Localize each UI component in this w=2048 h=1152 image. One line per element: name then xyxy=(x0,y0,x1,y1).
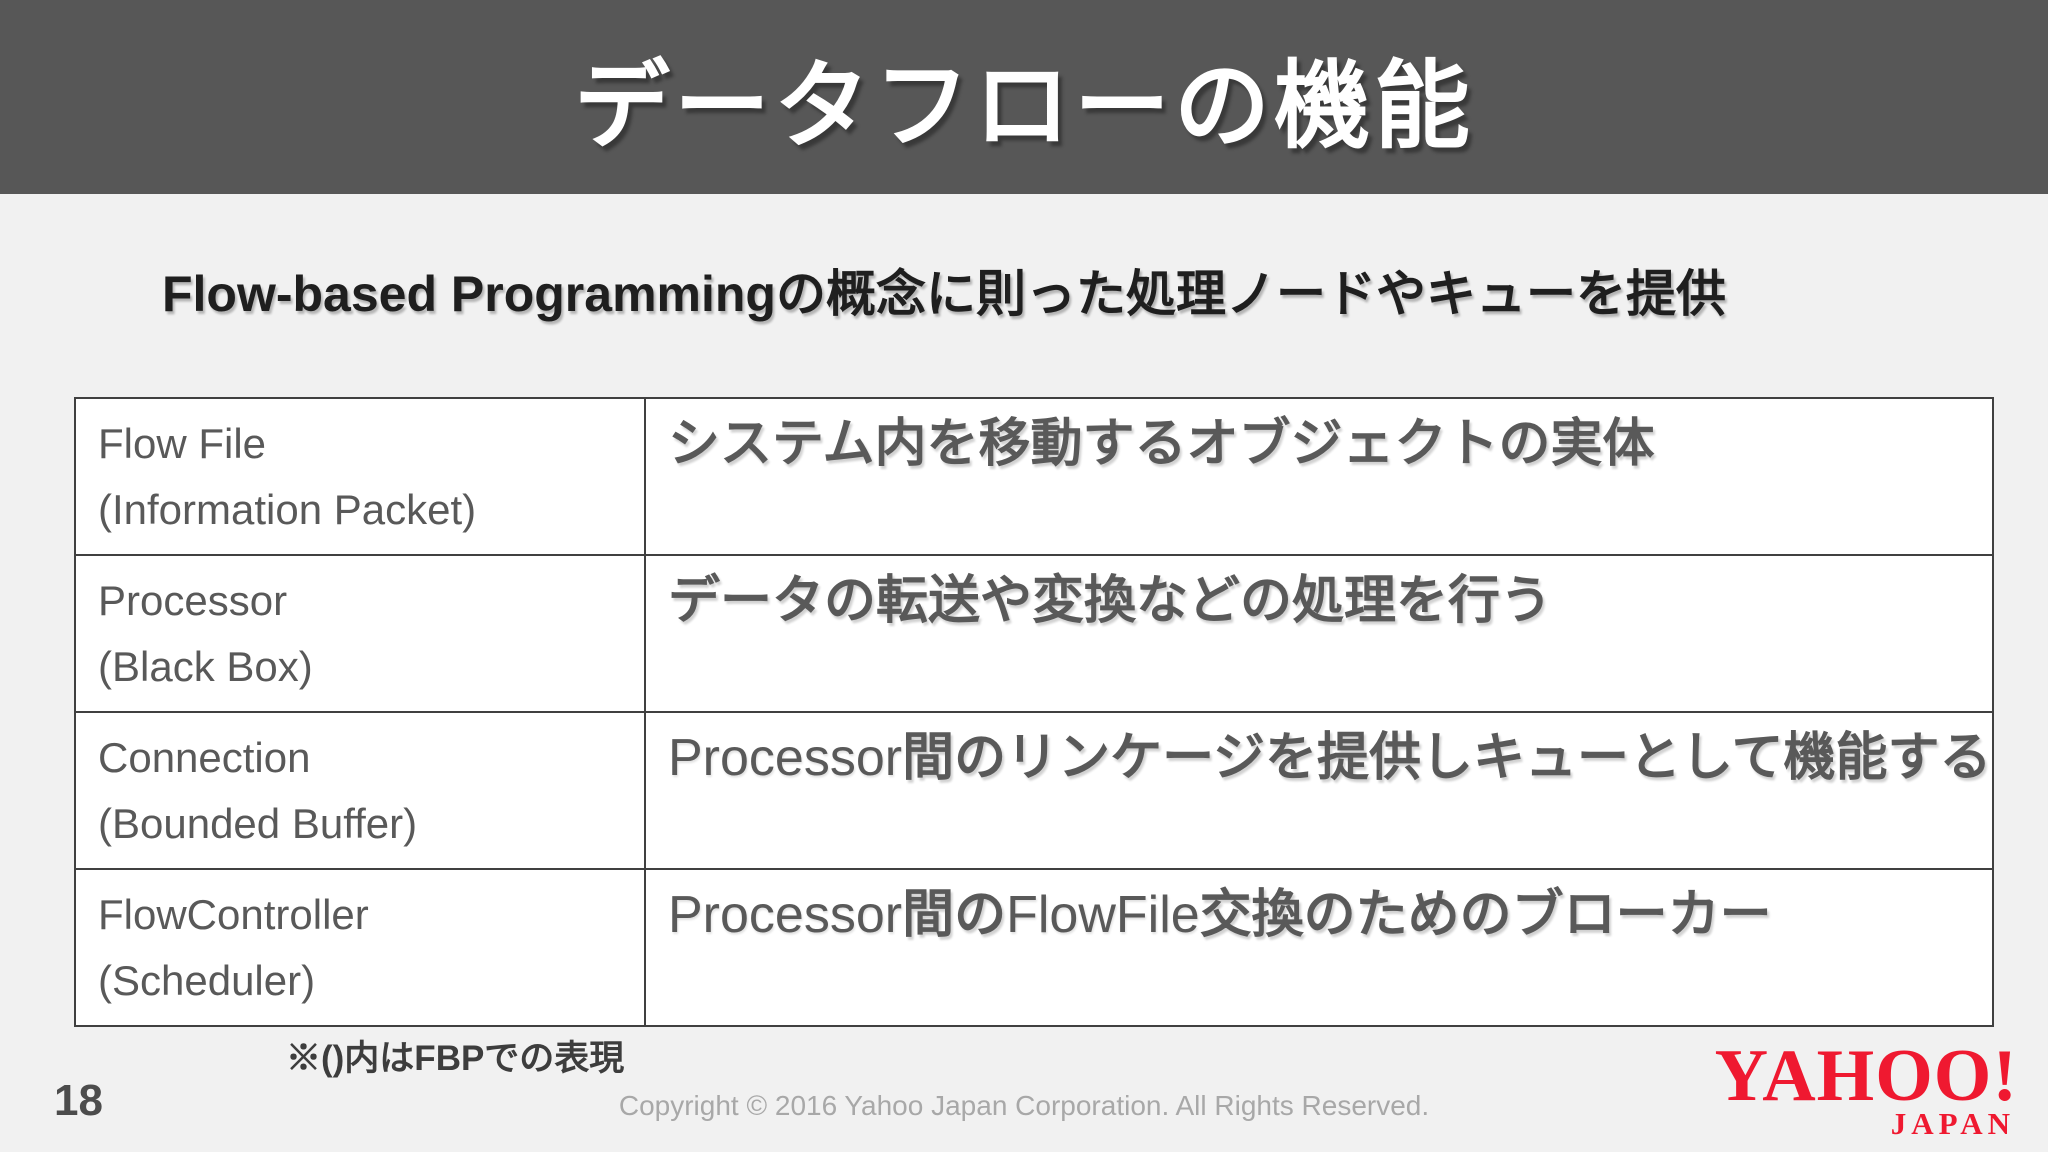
description-segment: 間の xyxy=(902,886,1007,944)
description-segment: Processor xyxy=(668,886,903,944)
page-title: データフローの機能 xyxy=(574,52,1474,160)
feature-table-body: Flow File (Information Packet) システム内を移動するオ… xyxy=(74,397,1994,1027)
description-segment: FlowFile xyxy=(1006,886,1200,944)
description-segment: 間のリンケージを提供しキューとして機能する xyxy=(902,729,1992,787)
description-cell: データの転送や変換などの処理を行う xyxy=(644,554,1994,713)
term-name: Connection xyxy=(98,734,311,781)
japan-logo-text: JAPAN xyxy=(1890,1105,2015,1141)
table-row: Connection (Bounded Buffer) Processor間のリンケ… xyxy=(74,711,1994,870)
table-row: Processor (Black Box) データの転送や変換などの処理を行う xyxy=(74,554,1994,713)
term-fbp-label: (Bounded Buffer) xyxy=(98,800,418,848)
description-segment: データの転送や変換などの処理を行う xyxy=(668,572,1553,630)
description-segment: システム内を移動するオブジェクトの実体 xyxy=(668,415,1655,473)
description-cell: Processor間のリンケージを提供しキューとして機能する xyxy=(644,711,1994,870)
term-name: Processor xyxy=(98,577,288,624)
copyright-text: Copyright © 2016 Yahoo Japan Corporation… xyxy=(618,1090,1430,1121)
table-row: Flow File (Information Packet) システム内を移動するオ… xyxy=(74,397,1994,556)
term-cell: Flow File (Information Packet) xyxy=(74,397,646,556)
term-name: FlowController xyxy=(98,891,369,938)
description-segment: Processor xyxy=(668,729,903,787)
table-row: FlowController(Scheduler)Processor間のFlow… xyxy=(74,868,1994,1027)
footnote: ※()内はFBPでの表現 xyxy=(286,1039,625,1078)
term-fbp-label: (Black Box) xyxy=(98,643,313,691)
yahoo-logo-text: YAHOO! xyxy=(1714,1035,2018,1117)
term-cell: FlowController (Scheduler) xyxy=(74,868,646,1027)
description-cell: Processor間のFlowFile交換のためのブローカー xyxy=(644,868,1994,1027)
subtitle: Flow-based Programmingの概念に則った処理ノードやキューを提… xyxy=(162,266,1726,322)
header-bar: データフローの機能 xyxy=(0,0,2048,194)
term-fbp-label: (Information Packet) xyxy=(98,486,477,534)
feature-table: Flow File (Information Packet) システム内を移動するオ… xyxy=(74,397,1994,1027)
term-name: Flow File xyxy=(98,420,267,467)
description-segment: 交換のためのブローカー xyxy=(1199,886,1772,944)
term-cell: Connection (Bounded Buffer) xyxy=(74,711,646,870)
page-number: 18 xyxy=(54,1076,103,1125)
term-cell: Processor (Black Box) xyxy=(74,554,646,713)
yahoo-japan-logo: YAHOO! JAPAN xyxy=(1714,1035,2018,1141)
description-cell: システム内を移動するオブジェクトの実体 xyxy=(644,397,1994,556)
term-fbp-label: (Scheduler) xyxy=(98,957,316,1005)
